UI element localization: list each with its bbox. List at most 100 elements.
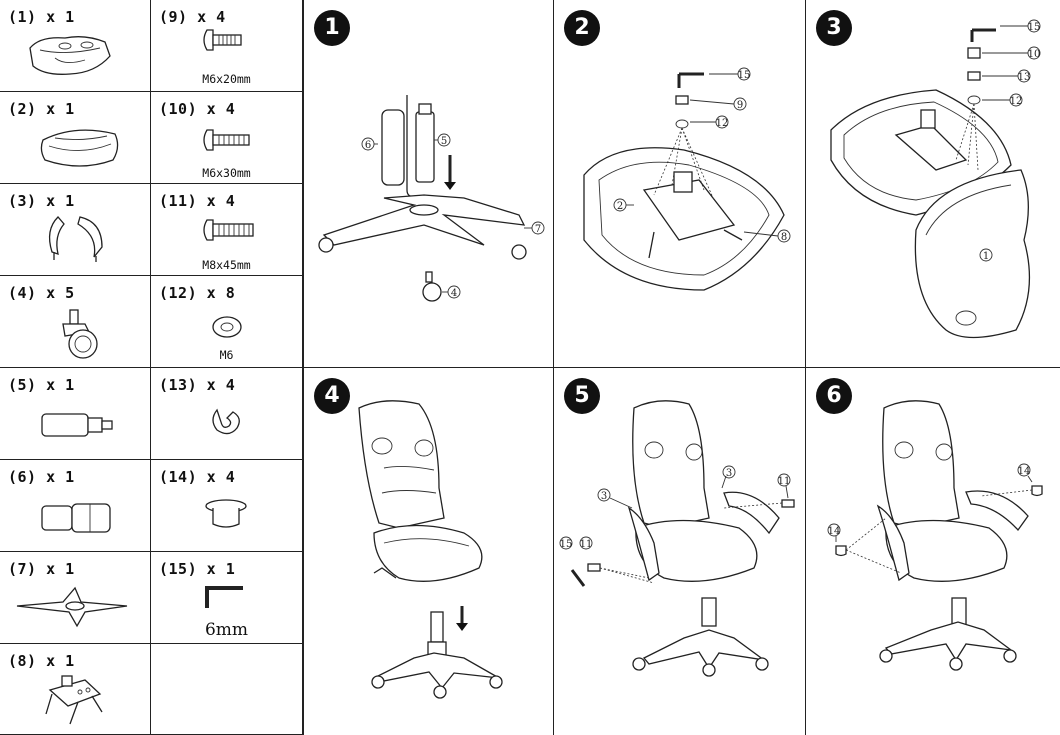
part-7-cell: (7) x 1 xyxy=(0,552,151,644)
callout-2: 2 xyxy=(617,201,623,212)
step-3-panel: 3 15 10 13 12 1 xyxy=(806,0,1060,368)
part-3-label: (3) x 1 xyxy=(8,192,75,210)
part-15-size: 6mm xyxy=(204,620,249,640)
allen-key xyxy=(677,72,704,88)
washer-icon xyxy=(212,316,242,338)
part-13-cell: (13) x 4 xyxy=(151,368,303,460)
part-10-cell: (10) x 4 M6x30mm xyxy=(151,92,303,184)
step-5-panel: 5 3 3 11 15 11 xyxy=(554,368,806,735)
step-6-diagram: 14 14 xyxy=(827,400,1043,671)
step-6-badge: 6 xyxy=(816,378,852,414)
arrow-head xyxy=(456,623,468,631)
gas-lift-cover-icon xyxy=(41,503,111,533)
allen-key xyxy=(970,28,996,42)
step-4-badge: 4 xyxy=(314,378,350,414)
bolt-m6x20-icon xyxy=(203,29,242,51)
bolt-right xyxy=(781,499,795,508)
callout-12: 12 xyxy=(1010,96,1023,107)
caster xyxy=(755,657,769,671)
base-icon xyxy=(16,586,128,628)
caster xyxy=(949,657,963,671)
callout-12: 12 xyxy=(716,118,729,129)
backrest xyxy=(358,400,445,529)
step-4-panel: 4 xyxy=(303,368,554,735)
part-15-cell: (15) x 1 6mm xyxy=(151,552,303,644)
caster xyxy=(511,244,527,260)
part-8-label: (8) x 1 xyxy=(8,652,75,670)
parts-list: (1) x 1 (2) x 1 (3) x 1 (4) x 5 xyxy=(0,0,303,735)
callout-11-right: 11 xyxy=(778,476,791,487)
empty-cell xyxy=(151,644,303,735)
mechanism-cylinder xyxy=(673,171,693,193)
callout-3-right: 3 xyxy=(726,468,732,479)
callout-8: 8 xyxy=(781,232,787,243)
gas-lift-cover xyxy=(381,109,405,186)
allen-key-icon xyxy=(205,586,243,608)
armrest-left xyxy=(627,506,660,582)
caster-wheel-icon xyxy=(62,309,98,359)
step-5-diagram: 3 3 11 15 11 xyxy=(559,400,795,677)
part-14-cell: (14) x 4 xyxy=(151,460,303,552)
part-11-cell: (11) x 4 M8x45mm xyxy=(151,184,303,276)
arrow-head xyxy=(444,182,456,190)
armrest-right xyxy=(965,490,1029,532)
part-10-size: M6x30mm xyxy=(202,166,251,180)
spring-washer xyxy=(967,71,981,81)
callout-15: 15 xyxy=(1028,22,1041,33)
backrest xyxy=(632,400,710,529)
gas-lift xyxy=(430,611,444,643)
armrest-right xyxy=(723,491,780,535)
step-1-diagram: 6 5 7 4 xyxy=(318,95,545,302)
seat-cushion-icon xyxy=(40,129,119,167)
callout-14-right: 14 xyxy=(1018,466,1031,477)
seat xyxy=(373,524,483,582)
callout-3-left: 3 xyxy=(601,491,607,502)
part-9-label: (9) x 4 xyxy=(159,8,226,26)
callout-6: 6 xyxy=(365,140,371,151)
part-12-size: M6 xyxy=(219,348,234,362)
allen-key xyxy=(570,569,586,587)
callout-5: 5 xyxy=(441,136,447,147)
callout-11-left: 11 xyxy=(580,539,593,550)
part-6-label: (6) x 1 xyxy=(8,468,75,486)
part-13-label: (13) x 4 xyxy=(159,376,236,394)
caster xyxy=(489,675,503,689)
part-1-cell: (1) x 1 xyxy=(0,0,151,92)
mechanism-icon xyxy=(45,675,103,725)
base xyxy=(884,621,1012,662)
part-5-label: (5) x 1 xyxy=(8,376,75,394)
part-9-cell: (9) x 4 M6x20mm xyxy=(151,0,303,92)
callout-15: 15 xyxy=(738,70,751,81)
cover-outline xyxy=(406,95,417,198)
step-5-badge: 5 xyxy=(564,378,600,414)
step-3-diagram: 15 10 13 12 1 xyxy=(830,19,1041,339)
part-11-label: (11) x 4 xyxy=(159,192,236,210)
callout-14-left: 14 xyxy=(828,526,841,537)
part-7-label: (7) x 1 xyxy=(8,560,75,578)
spring-washer-icon xyxy=(212,408,240,435)
base xyxy=(372,652,500,690)
part-5-cell: (5) x 1 xyxy=(0,368,151,460)
part-11-size: M8x45mm xyxy=(202,258,251,272)
bolt-left xyxy=(587,563,601,572)
base xyxy=(642,629,765,670)
caster xyxy=(702,663,716,677)
part-10-label: (10) x 4 xyxy=(159,100,236,118)
callout-9: 9 xyxy=(737,100,743,111)
gas-lift xyxy=(415,111,435,183)
step-6-panel: 6 14 14 xyxy=(806,368,1060,735)
armrest-left xyxy=(876,504,910,582)
step-2-badge: 2 xyxy=(564,10,600,46)
part-1-label: (1) x 1 xyxy=(8,8,75,26)
step-2-diagram: 15 9 12 2 8 xyxy=(583,67,791,291)
caster xyxy=(1003,649,1017,663)
bolt xyxy=(675,95,689,105)
step-1-panel: 1 6 5 7 4 xyxy=(303,0,554,368)
part-6-cell: (6) x 1 xyxy=(0,460,151,552)
part-3-cell: (3) x 1 xyxy=(0,184,151,276)
caster xyxy=(632,657,646,671)
part-2-cell: (2) x 1 xyxy=(0,92,151,184)
bolt xyxy=(967,47,981,59)
armrests-icon xyxy=(48,216,103,262)
